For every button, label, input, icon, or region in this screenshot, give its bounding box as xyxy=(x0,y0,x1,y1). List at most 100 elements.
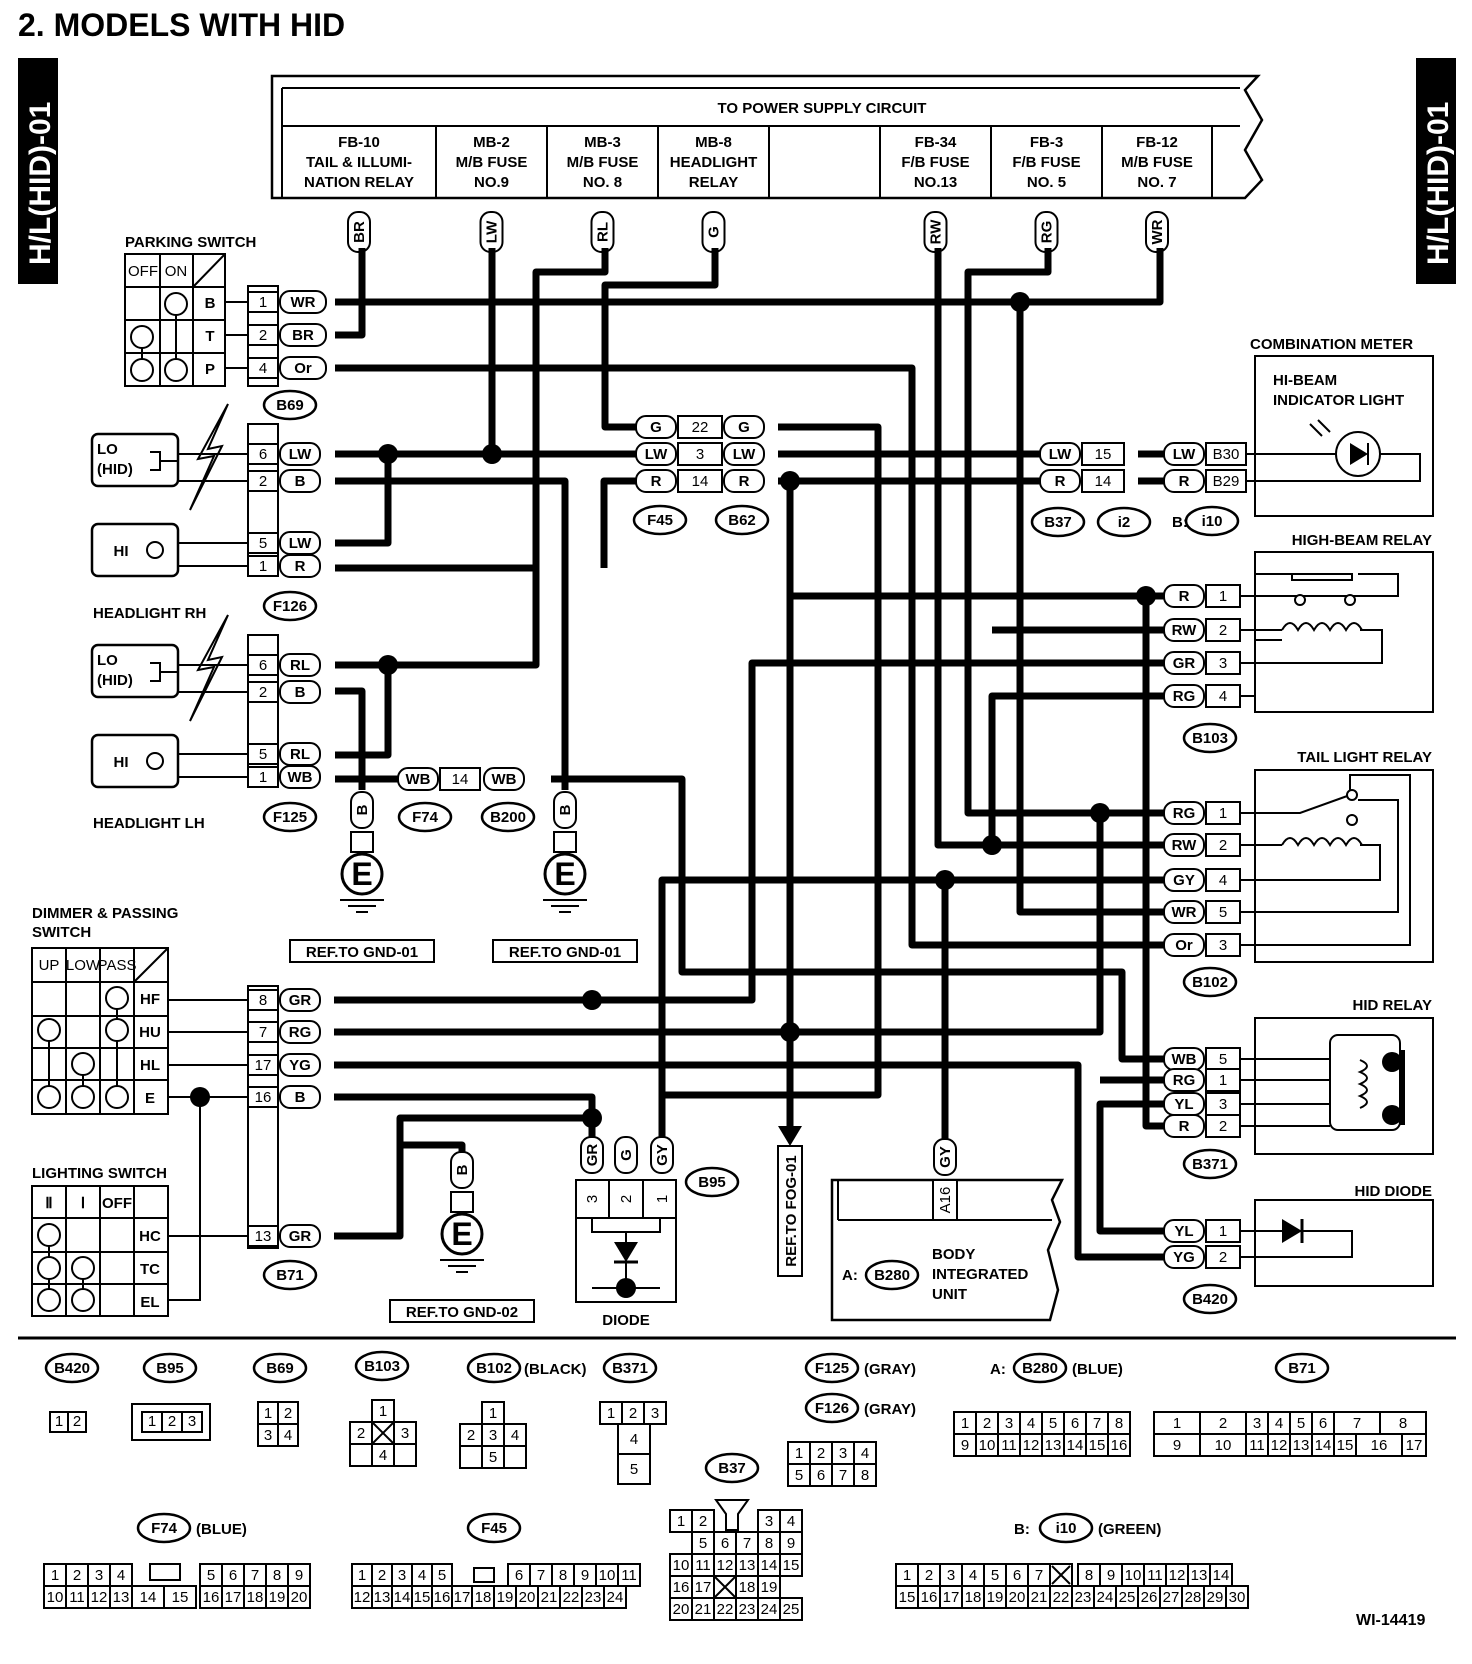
wire-code: R xyxy=(295,558,306,575)
pin-number: 2 xyxy=(259,684,267,701)
wire-label: B xyxy=(279,680,321,704)
b280-connector: B280 xyxy=(864,1259,920,1291)
pin-number: 12 xyxy=(717,1557,734,1574)
col-label: UP xyxy=(39,957,60,974)
pin-number: A16 xyxy=(937,1187,954,1214)
splice-dot xyxy=(582,1108,602,1128)
wire-code: RW xyxy=(928,219,945,245)
wire-code: R xyxy=(1179,1118,1190,1135)
i10-view-id: i10 xyxy=(1038,1512,1094,1544)
fuse-wire-tag: RW xyxy=(923,211,948,253)
connector-oval xyxy=(354,1350,410,1382)
contact-circle xyxy=(37,1085,61,1109)
connector-oval xyxy=(397,801,453,833)
hid-arc-symbol xyxy=(189,614,229,722)
wire-code: RW xyxy=(1172,837,1198,854)
pin-cell xyxy=(643,1401,667,1425)
pin-number: 19 xyxy=(269,1589,286,1606)
pin-number: 1 xyxy=(51,1567,59,1584)
pin-cell xyxy=(247,324,279,346)
connector-id: F125 xyxy=(273,809,307,826)
relay-wiring xyxy=(1240,573,1399,697)
pin-number: 6 xyxy=(721,1535,729,1552)
pin-number: 7 xyxy=(1035,1567,1043,1584)
contact-circle xyxy=(37,1256,61,1280)
pin-number: 7 xyxy=(743,1535,751,1552)
pin-number: 3 xyxy=(584,1195,601,1203)
led-symbol xyxy=(1350,443,1368,465)
col-label: LOW xyxy=(66,957,101,974)
wire-code: GR xyxy=(289,1228,312,1245)
connector-color: (GRAY) xyxy=(864,1401,916,1418)
hid-diode-connector: B420 xyxy=(1182,1283,1238,1315)
wire-label: YL xyxy=(1163,1219,1205,1243)
component-label: HIGH-BEAM RELAY xyxy=(1292,532,1432,549)
pin-number: 9 xyxy=(581,1567,589,1584)
lo-label: (HID) xyxy=(97,461,133,478)
pin-number: 10 xyxy=(979,1437,996,1454)
connector-oval xyxy=(602,1352,658,1384)
pin-number: 12 xyxy=(354,1589,371,1606)
connector-oval xyxy=(262,590,318,622)
connector-oval xyxy=(136,1512,192,1544)
pin-number: 8 xyxy=(1085,1567,1093,1584)
connector-oval xyxy=(1184,505,1240,537)
meter-leads xyxy=(1246,453,1421,482)
col-label: OFF xyxy=(102,1195,132,1212)
component-label: HEADLIGHT LH xyxy=(93,815,205,832)
wire-label: LW xyxy=(1163,442,1205,466)
pin-number: 4 xyxy=(1219,872,1227,889)
pin-number: 24 xyxy=(761,1601,778,1618)
pin-cell xyxy=(617,1453,651,1485)
pin-number: 2 xyxy=(73,1567,81,1584)
pin-number: 23 xyxy=(1075,1589,1092,1606)
connector-id: B200 xyxy=(490,809,526,826)
pin-number: 3 xyxy=(1219,655,1227,672)
col-label: OFF xyxy=(128,263,158,280)
wire-tag: GY xyxy=(650,1136,674,1174)
wire-code: RL xyxy=(595,222,612,242)
component-label: COMBINATION METER xyxy=(1250,336,1413,353)
pin-number: 1 xyxy=(379,1403,387,1420)
pin-number: 1 xyxy=(1219,805,1227,822)
wire-code: B xyxy=(454,1164,471,1175)
unit-name: UNIT xyxy=(932,1286,967,1303)
wire-label: R xyxy=(723,469,765,493)
pin-number: 2 xyxy=(1219,1118,1227,1135)
conn-prefix: B: xyxy=(1014,1521,1030,1538)
wire-code: WR xyxy=(1149,219,1166,244)
contact-circle xyxy=(105,986,129,1010)
pin-number: 4 xyxy=(511,1427,519,1444)
wire-tag-shape xyxy=(723,442,765,466)
fog-reference: REF.TO FOG-01 xyxy=(777,1126,803,1277)
wire-label: LW xyxy=(723,442,765,466)
pin-number: 13 xyxy=(1045,1437,1062,1454)
connector-oval xyxy=(714,504,770,536)
wire-label: GR xyxy=(279,988,321,1012)
pin-number: 1 xyxy=(795,1445,803,1462)
contact xyxy=(1294,594,1306,606)
wire-tag-shape xyxy=(483,767,525,791)
pin-number: 11 xyxy=(1001,1437,1017,1454)
col-label: PASS xyxy=(98,957,137,974)
component-label: PARKING SWITCH xyxy=(125,234,256,251)
wire-code: R xyxy=(651,473,662,490)
pin-number: 2 xyxy=(357,1425,365,1442)
wire-tag-shape xyxy=(279,680,321,704)
wire-tag-shape xyxy=(279,290,327,314)
pin-number: 15 xyxy=(1089,1437,1106,1454)
connector-oval xyxy=(1274,1352,1330,1384)
relay-box xyxy=(1254,1199,1434,1287)
wire-code: YL xyxy=(1174,1223,1193,1240)
pin-cell xyxy=(932,1179,958,1221)
pin-number: 2 xyxy=(378,1567,386,1584)
